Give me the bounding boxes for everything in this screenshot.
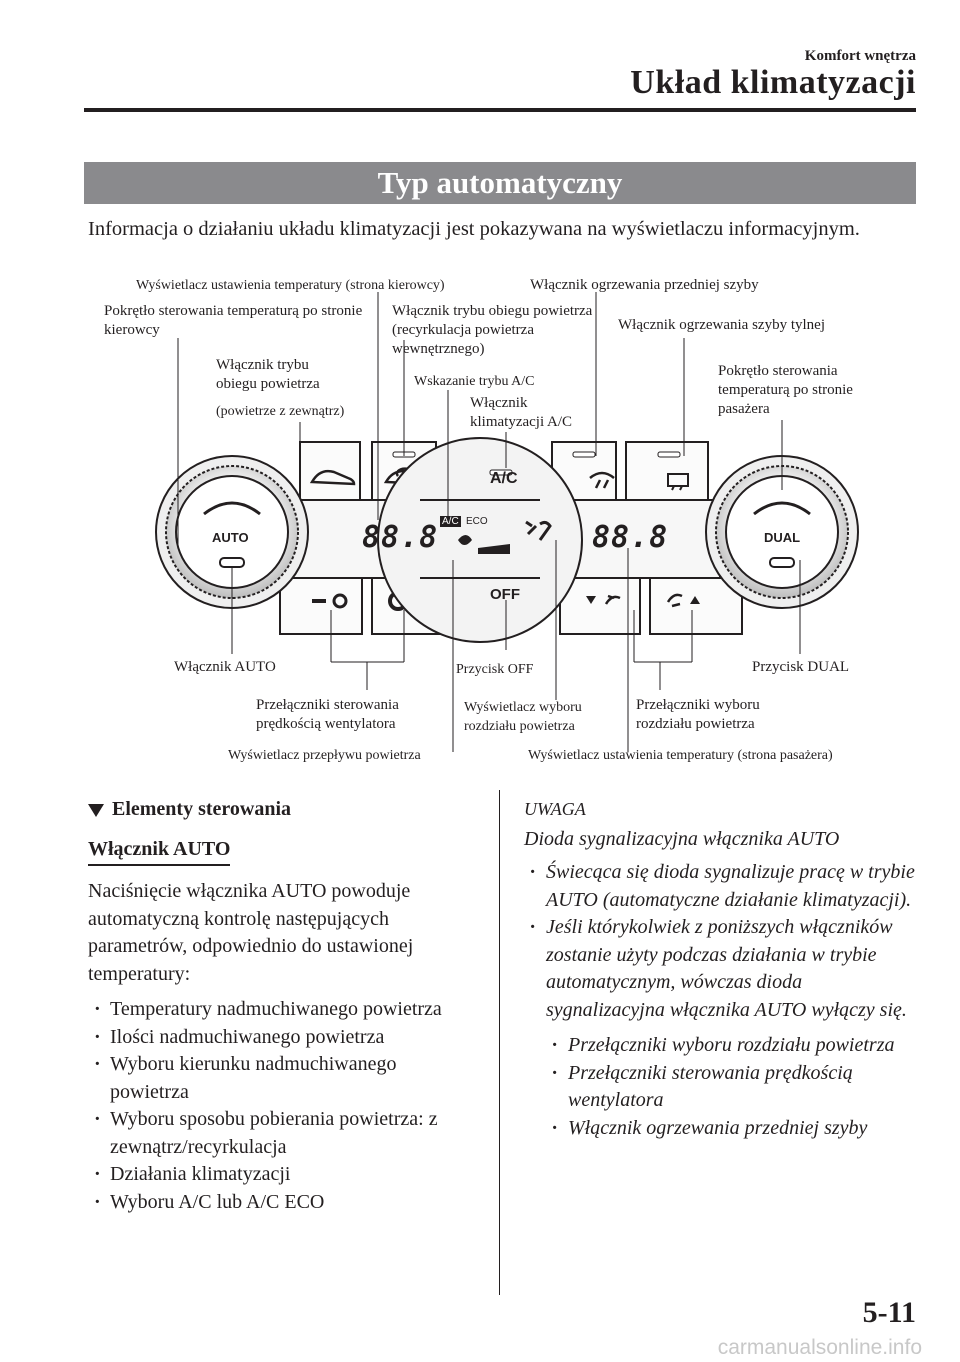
left-column: Elementy sterowania Włącznik AUTO Naciśn… bbox=[88, 796, 468, 1216]
list-item: Temperatury nadmuchiwanego powietrza bbox=[88, 996, 468, 1024]
controls-heading: Elementy sterowania bbox=[88, 796, 468, 824]
section-banner: Typ automatyczny bbox=[84, 162, 916, 204]
label-ac-indicator: Wskazanie trybu A/C bbox=[414, 374, 535, 389]
label-fresh-air-2: obiegu powietrza bbox=[216, 376, 320, 392]
note-title: UWAGA bbox=[524, 799, 586, 819]
list-item: Jeśli którykolwiek z poniższych włącznik… bbox=[524, 914, 916, 1024]
label-airflow-display: Wyświetlacz przepływu powietrza bbox=[228, 748, 421, 763]
label-dual-button: Przycisk DUAL bbox=[752, 659, 850, 675]
triangle-marker-icon bbox=[88, 803, 104, 817]
ac-indicator-badge: A/C bbox=[440, 516, 461, 527]
label-rear-defrost: Włącznik ogrzewania szyby tylnej bbox=[618, 317, 825, 333]
temp-display-right: 88.8 bbox=[592, 520, 669, 555]
intro-text: Informacja o działaniu układu klimatyzac… bbox=[88, 218, 860, 240]
label-temp-knob-passenger: Pokrętło sterowania temperaturą po stron… bbox=[718, 363, 853, 417]
label-mode-switches: Przełączniki wyboru rozdziału powietrza bbox=[636, 697, 760, 732]
header-rule bbox=[84, 108, 916, 112]
label-temp-display-passenger: Wyświetlacz ustawienia temperatury (stro… bbox=[528, 748, 833, 763]
label-off-button: Przycisk OFF bbox=[456, 662, 534, 677]
label-front-defrost: Włącznik ogrzewania przedniej szyby bbox=[530, 277, 759, 293]
label-ac-switch: Włącznik klimatyzacji A/C bbox=[470, 395, 573, 430]
right-column: UWAGA Dioda sygnalizacyjna włącznika AUT… bbox=[524, 796, 916, 1142]
list-item: Wyboru kierunku nadmuchiwanego powietrza bbox=[88, 1051, 468, 1106]
list-item: Włącznik ogrzewania przedniej szyby bbox=[546, 1115, 916, 1143]
climate-diagram: AUTO DUAL A/C OFF 88.8 88.8 A/C ECO Wyśw… bbox=[0, 270, 960, 770]
auto-switch-subtitle: Włącznik AUTO bbox=[88, 836, 231, 866]
label-temp-display-driver: Wyświetlacz ustawienia temperatury (stro… bbox=[136, 278, 445, 293]
list-item: Świecąca się dioda sygnalizuje pracę w t… bbox=[524, 859, 916, 914]
auto-switch-description: Naciśnięcie włącznika AUTO powoduje auto… bbox=[88, 880, 414, 985]
auto-knob-label: AUTO bbox=[212, 530, 249, 545]
label-fan-switches: Przełączniki sterowania prędkością wenty… bbox=[256, 697, 399, 732]
auto-parameters-list: Temperatury nadmuchiwanego powietrza Ilo… bbox=[88, 996, 468, 1216]
temp-display-left: 88.8 bbox=[362, 520, 439, 555]
list-item: Ilości nadmuchiwanego powietrza bbox=[88, 1024, 468, 1052]
label-auto-switch: Włącznik AUTO bbox=[174, 659, 276, 675]
list-item: Przełączniki sterowania prędkością wenty… bbox=[546, 1060, 916, 1115]
note-list: Świecąca się dioda sygnalizuje pracę w t… bbox=[524, 859, 916, 1024]
control-panel-illustration bbox=[155, 292, 859, 752]
off-button-label: OFF bbox=[490, 586, 520, 603]
list-item: Wyboru A/C lub A/C ECO bbox=[88, 1189, 468, 1217]
label-fresh-air-1: Włącznik trybu bbox=[216, 357, 309, 373]
label-temp-knob-driver: Pokrętło sterowania temperaturą po stron… bbox=[104, 303, 363, 338]
list-item: Działania klimatyzacji bbox=[88, 1161, 468, 1189]
column-divider bbox=[499, 790, 500, 1295]
dual-knob-label: DUAL bbox=[764, 530, 801, 545]
label-fresh-air-3: (powietrze z zewnątrz) bbox=[216, 404, 345, 419]
eco-indicator: ECO bbox=[466, 516, 488, 527]
ac-button-label: A/C bbox=[490, 470, 518, 487]
label-recirc: Włącznik trybu obiegu powietrza (recyrku… bbox=[392, 303, 593, 357]
note-subtitle: Dioda sygnalizacyjna włącznika AUTO bbox=[524, 827, 840, 850]
page-number: 5-11 bbox=[862, 1296, 916, 1329]
list-item: Przełączniki wyboru rozdziału powietrza bbox=[546, 1032, 916, 1060]
list-item: Wyboru sposobu pobierania powietrza: z z… bbox=[88, 1106, 468, 1161]
label-mode-display: Wyświetlacz wyboru rozdziału powietrza bbox=[464, 700, 582, 734]
header-section: Komfort wnętrza bbox=[804, 48, 916, 64]
watermark: carmanualsonline.info bbox=[717, 1336, 922, 1359]
note-sublist: Przełączniki wyboru rozdziału powietrza … bbox=[546, 1032, 916, 1142]
header-title: Układ klimatyzacji bbox=[630, 64, 916, 101]
